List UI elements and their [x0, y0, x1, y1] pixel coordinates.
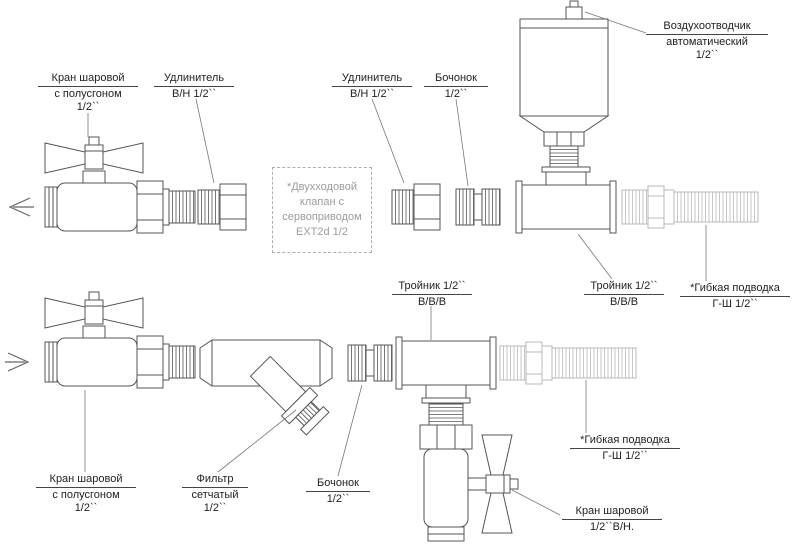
label-line: В/В/В	[417, 296, 447, 308]
nipple-bottom-drawing	[347, 344, 393, 382]
leader-lines	[84, 11, 707, 516]
label-flex-hose-top: *Гибкая подводка Г-Ш 1/2``	[680, 282, 790, 311]
label-line: *Гибкая подводка	[570, 434, 680, 449]
label-line: Г-Ш 1/2``	[602, 450, 648, 462]
nipple-top-drawing	[455, 188, 501, 226]
label-line: Воздухоотводчик	[646, 20, 768, 35]
label-ball-valve-top: Кран шаровой с полусгоном 1/2``	[38, 72, 138, 114]
label-line: Тройник 1/2``	[584, 280, 664, 295]
label-ball-valve-bottom: Кран шаровой с полусгоном 1/2``	[36, 473, 136, 515]
label-line: автоматический	[666, 36, 748, 48]
label-line: 1/2``	[76, 101, 100, 113]
label-line: В/Н 1/2``	[171, 88, 216, 100]
label-line: Кран шаровой	[38, 72, 138, 87]
flex-hose-bottom-drawing	[499, 341, 637, 385]
air-vent-drawing	[518, 0, 610, 168]
label-line: Бочонок	[424, 72, 488, 87]
label-line: В/Н 1/2``	[349, 88, 394, 100]
label-nipple-bottom: Бочонок 1/2``	[306, 477, 370, 506]
label-flex-hose-bottom: *Гибкая подводка Г-Ш 1/2``	[570, 434, 680, 463]
label-line: *Двухходовой	[286, 181, 358, 193]
label-air-vent: Воздухоотводчик автоматический 1/2``	[646, 20, 768, 62]
label-line: Кран шаровой	[36, 473, 136, 488]
label-extension-top-left: Удлинитель В/Н 1/2``	[154, 72, 234, 101]
label-tee-bottom: Тройник 1/2`` В/В/В	[392, 280, 472, 309]
servo-valve-dashed-box: *Двухходовой клапан с сервоприводом EXT2…	[272, 167, 372, 253]
label-line: Г-Ш 1/2``	[712, 298, 758, 310]
label-line: Кран шаровой	[562, 505, 662, 520]
label-line: Фильтр	[182, 473, 248, 488]
label-line: Удлинитель	[154, 72, 234, 87]
ball-valve-vertical-drawing	[419, 403, 519, 542]
label-ball-valve-vertical: Кран шаровой 1/2``В/Н.	[562, 505, 662, 534]
flow-arrow-bottom-icon	[5, 352, 30, 372]
tee-bottom-drawing	[395, 336, 497, 404]
label-line: Удлинитель	[332, 72, 412, 87]
label-line: сервоприводом	[282, 211, 362, 223]
label-line: клапан с	[299, 196, 345, 208]
flow-arrow-top-icon	[8, 197, 34, 217]
label-line: 1/2``	[444, 88, 468, 100]
label-line: *Гибкая подводка	[680, 282, 790, 297]
label-line: 1/2``	[326, 493, 350, 505]
flex-hose-top-drawing	[621, 185, 759, 229]
label-line: 1/2``	[695, 49, 719, 61]
label-line: 1/2``В/Н.	[589, 521, 634, 533]
label-line: В/В/В	[609, 296, 639, 308]
label-line: сетчатый	[191, 489, 239, 501]
label-nipple-top: Бочонок 1/2``	[424, 72, 488, 101]
label-line: 1/2``	[203, 502, 227, 514]
label-line: Тройник 1/2``	[392, 280, 472, 295]
extension-top-left-drawing	[197, 183, 247, 231]
label-tee-top: Тройник 1/2`` В/В/В	[584, 280, 664, 309]
ball-valve-top-drawing	[45, 137, 195, 233]
ball-valve-bottom-drawing	[45, 292, 195, 388]
label-line: Бочонок	[306, 477, 370, 492]
extension-top-right-drawing	[391, 183, 441, 231]
tee-top-drawing	[515, 166, 617, 234]
label-line: с полусгоном	[52, 489, 120, 501]
label-extension-top-right: Удлинитель В/Н 1/2``	[332, 72, 412, 101]
label-line: 1/2``	[74, 502, 98, 514]
label-line: EXT2d 1/2	[296, 226, 348, 238]
label-strainer-filter: Фильтр сетчатый 1/2``	[182, 473, 248, 515]
label-line: с полусгоном	[54, 88, 122, 100]
strainer-filter-drawing	[199, 339, 333, 436]
